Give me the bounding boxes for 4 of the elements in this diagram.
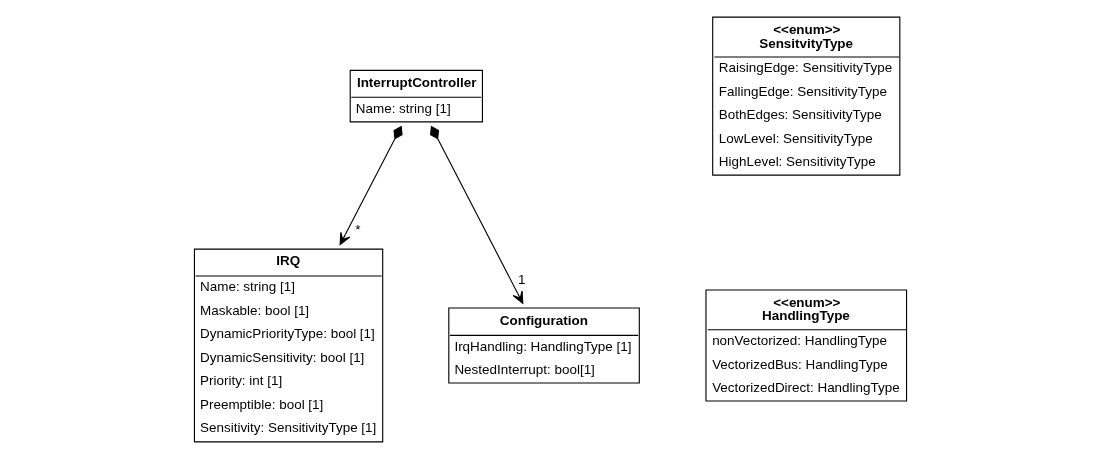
edge-label: 1 <box>517 272 526 288</box>
arrow <box>429 125 523 304</box>
edge-label: * <box>354 222 361 238</box>
arrow <box>339 125 403 246</box>
